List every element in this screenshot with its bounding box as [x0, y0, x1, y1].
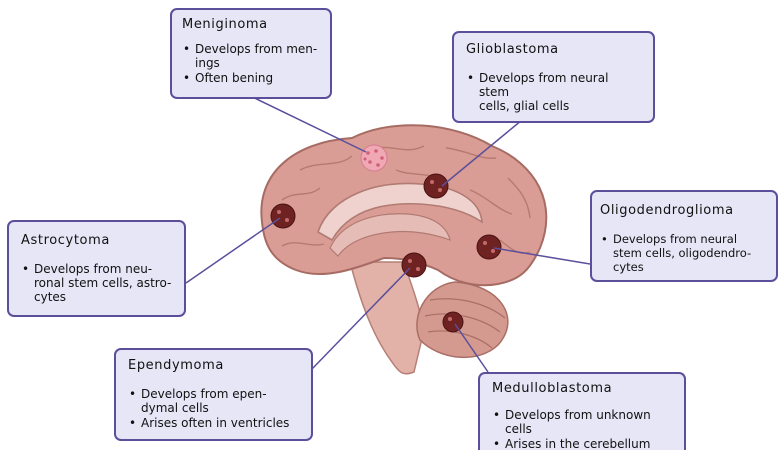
- meningioma-box: Meniginoma Develops from men- ings Often…: [170, 8, 332, 99]
- meningioma-point-2: Often bening: [182, 71, 320, 85]
- ependymoma-point-2: Arises often in ventricles: [128, 416, 299, 430]
- glioblastoma-points: Develops from neural stem cells, glial c…: [466, 71, 641, 113]
- medulloblastoma-box: Medulloblastoma Develops from unknown ce…: [478, 372, 686, 450]
- meningioma-points: Develops from men- ings Often bening: [182, 42, 320, 85]
- astrocytoma-title: Astrocytoma: [21, 234, 172, 248]
- astrocytoma-point-1: Develops from neu- ronal stem cells, ast…: [21, 262, 172, 304]
- oligodendroglioma-title: Oligodendroglioma: [600, 204, 768, 218]
- astrocytoma-box: Astrocytoma Develops from neu- ronal ste…: [7, 220, 186, 317]
- medulloblastoma-point-1: Develops from unknown cells: [492, 408, 672, 436]
- medulloblastoma-title: Medulloblastoma: [492, 382, 672, 396]
- meningioma-point-1: Develops from men- ings: [182, 42, 320, 70]
- medulloblastoma-points: Develops from unknown cells Arises in th…: [492, 408, 672, 451]
- meningioma-title: Meniginoma: [182, 18, 320, 32]
- ependymoma-points: Develops from epen- dymal cells Arises o…: [128, 387, 299, 430]
- glioblastoma-point-1: Develops from neural stem cells, glial c…: [466, 71, 641, 113]
- glioblastoma-title: Glioblastoma: [466, 43, 641, 57]
- oligodendroglioma-point-1: Develops from neural stem cells, oligode…: [600, 232, 768, 274]
- ependymoma-point-1: Develops from epen- dymal cells: [128, 387, 299, 415]
- oligodendroglioma-box: Oligodendroglioma Develops from neural s…: [590, 190, 778, 282]
- astrocytoma-points: Develops from neu- ronal stem cells, ast…: [21, 262, 172, 304]
- glioblastoma-box: Glioblastoma Develops from neural stem c…: [452, 31, 655, 123]
- oligodendroglioma-points: Develops from neural stem cells, oligode…: [600, 232, 768, 274]
- medulloblastoma-point-2: Arises in the cerebellum: [492, 437, 672, 451]
- ependymoma-title: Ependymoma: [128, 359, 299, 373]
- ependymoma-box: Ependymoma Develops from epen- dymal cel…: [114, 348, 313, 441]
